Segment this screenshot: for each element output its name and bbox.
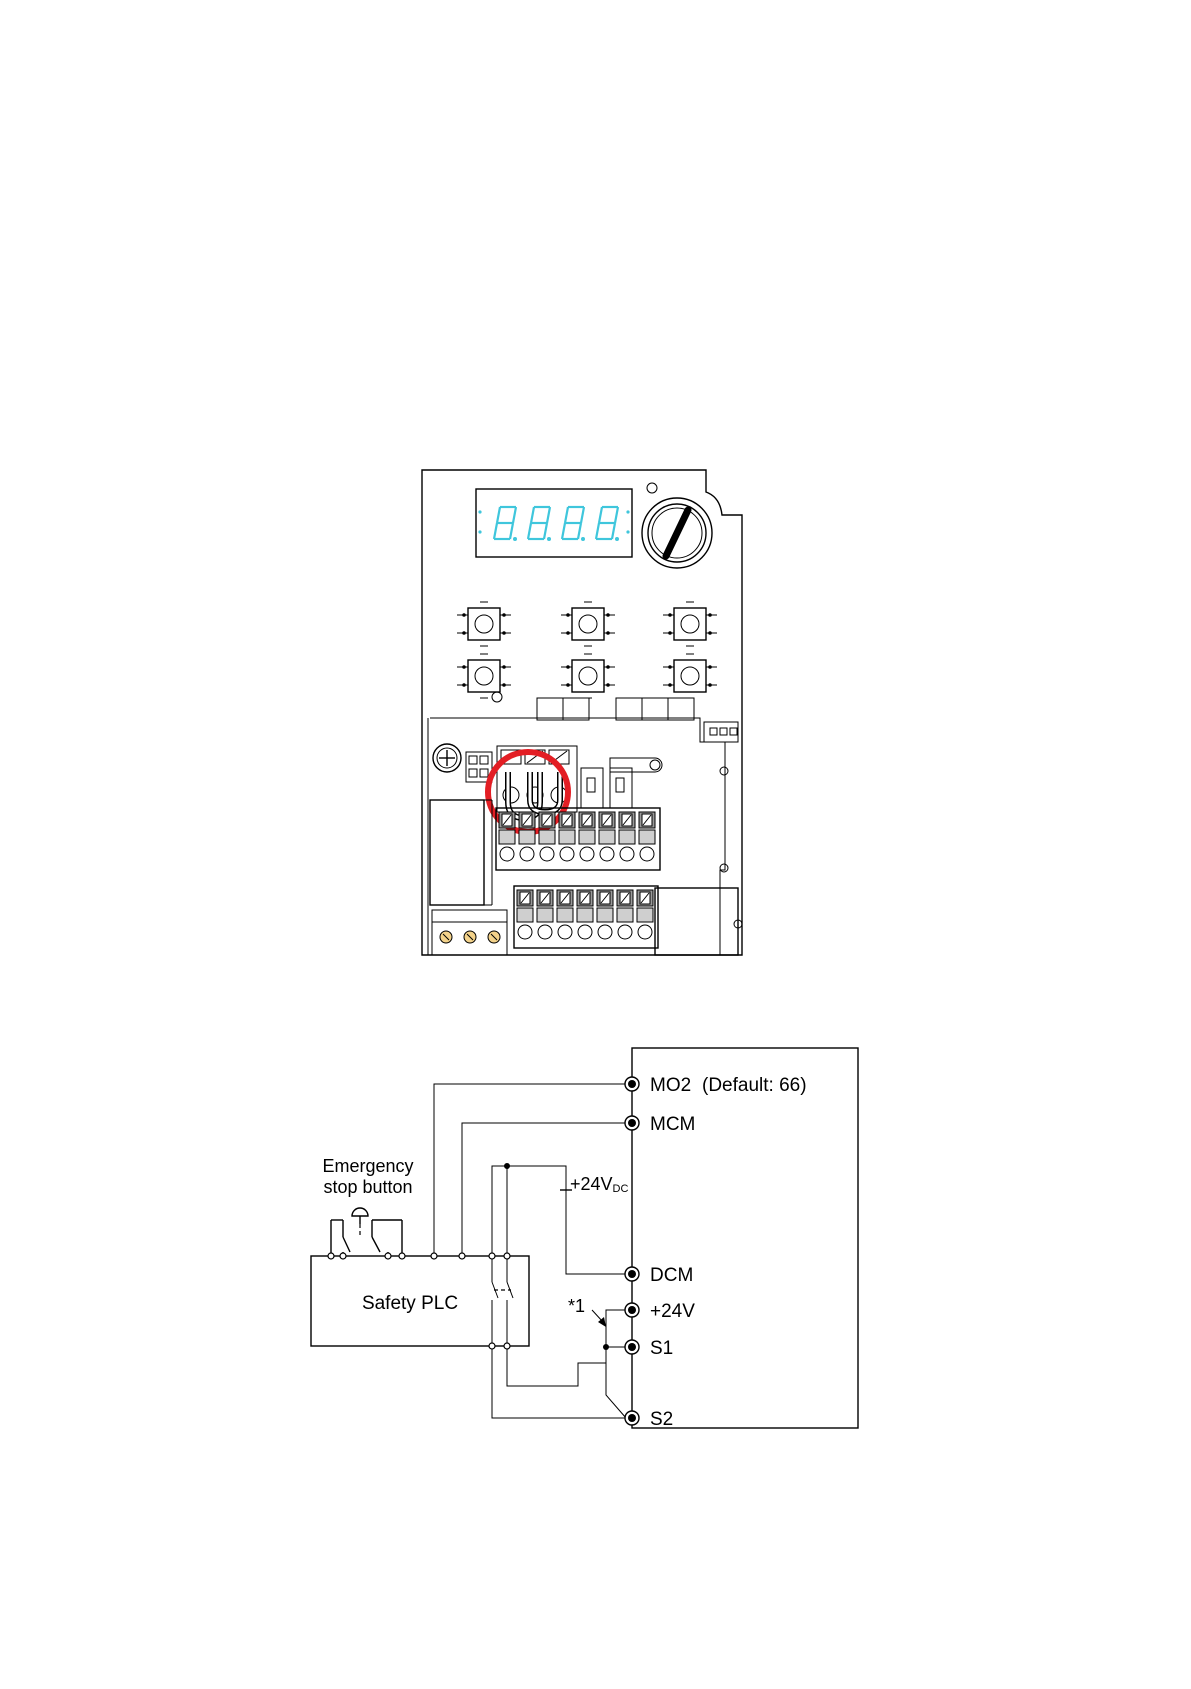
- screw-terminal-icon: [433, 744, 461, 772]
- display-digit: [494, 507, 517, 541]
- terminal-screw: [519, 812, 535, 861]
- terminal-label: MO2: [650, 1075, 691, 1096]
- footnote-marker: *1: [568, 1296, 585, 1316]
- display-dot: [626, 510, 629, 513]
- potentiometer-knob[interactable]: [642, 498, 712, 568]
- display-dot: [478, 530, 481, 533]
- terminal-label: S2: [650, 1409, 673, 1430]
- keypad-button[interactable]: [561, 654, 615, 698]
- keypad-button[interactable]: [663, 602, 717, 646]
- keypad-board-figure: [422, 470, 742, 955]
- emergency-stop-button-icon: [328, 1208, 405, 1259]
- estop-label-line1: Emergency: [322, 1156, 413, 1176]
- display-dot: [626, 530, 629, 533]
- mounting-hole: [647, 483, 657, 493]
- relay-terminal-connector: [432, 910, 507, 955]
- mounting-hole: [650, 760, 660, 770]
- communication-port: [655, 888, 738, 955]
- safety-plc-label: Safety PLC: [362, 1293, 458, 1314]
- terminal-label: S1: [650, 1338, 673, 1359]
- terminal-screw: [619, 812, 635, 861]
- supply-label: +24VDC: [570, 1174, 628, 1195]
- control-terminal-block-upper: [496, 808, 660, 870]
- terminal-mcm: MCM: [625, 1114, 695, 1135]
- terminal-screw: [579, 812, 595, 861]
- drive-box: [632, 1048, 858, 1428]
- terminal-note: (Default: 66): [702, 1075, 807, 1096]
- terminal-dcm: DCM: [625, 1265, 693, 1286]
- terminal-screw: [557, 890, 573, 939]
- display-digit: [528, 507, 551, 541]
- wire-mo2: [434, 1084, 626, 1253]
- terminal-label: MCM: [650, 1114, 695, 1135]
- estop-label-line2: stop button: [323, 1177, 412, 1197]
- keypad-buttons: [457, 602, 717, 698]
- keypad-button[interactable]: [457, 654, 511, 698]
- mounting-hole: [720, 767, 728, 775]
- relay-block: [430, 800, 484, 905]
- terminal-screw: [559, 812, 575, 861]
- keypad-button[interactable]: [457, 602, 511, 646]
- wire-s1: [507, 1349, 606, 1386]
- terminal-screw: [599, 812, 615, 861]
- jumper-24v-s1: [606, 1310, 626, 1347]
- display-digit: [562, 507, 585, 541]
- terminal-label: DCM: [650, 1265, 693, 1286]
- terminal-screw: [537, 890, 553, 939]
- plc-safety-contacts: [492, 1259, 513, 1343]
- dip-switches[interactable]: [581, 768, 632, 808]
- keypad-button[interactable]: [561, 602, 615, 646]
- terminal-screw: [639, 812, 655, 861]
- mounting-hole: [492, 692, 502, 702]
- wire-24v-b: [507, 1166, 566, 1253]
- terminal-screw: [499, 812, 515, 861]
- terminal-screw: [597, 890, 613, 939]
- control-terminal-block-lower: [514, 886, 658, 948]
- display-dot: [478, 510, 481, 513]
- terminal-label: +24V: [650, 1301, 695, 1322]
- terminal-screw: [637, 890, 653, 939]
- mounting-hole: [720, 864, 728, 872]
- terminal-screw: [539, 812, 555, 861]
- board-connectors: [537, 698, 738, 742]
- wire-dcm: [566, 1193, 626, 1274]
- jumper-s2: [606, 1347, 626, 1418]
- terminal-screw: [577, 890, 593, 939]
- led-display-digits: [494, 507, 619, 541]
- terminal-screw: [517, 890, 533, 939]
- display-digit: [596, 507, 619, 541]
- terminal-screw: [617, 890, 633, 939]
- wire-24v-a: [492, 1166, 507, 1253]
- terminal-mo2: MO2 (Default: 66): [625, 1075, 807, 1096]
- keypad-button[interactable]: [663, 654, 717, 698]
- safety-wiring-diagram: Safety PLC Emergency stop button: [311, 1048, 858, 1430]
- terminal-p24v: +24V: [625, 1301, 695, 1322]
